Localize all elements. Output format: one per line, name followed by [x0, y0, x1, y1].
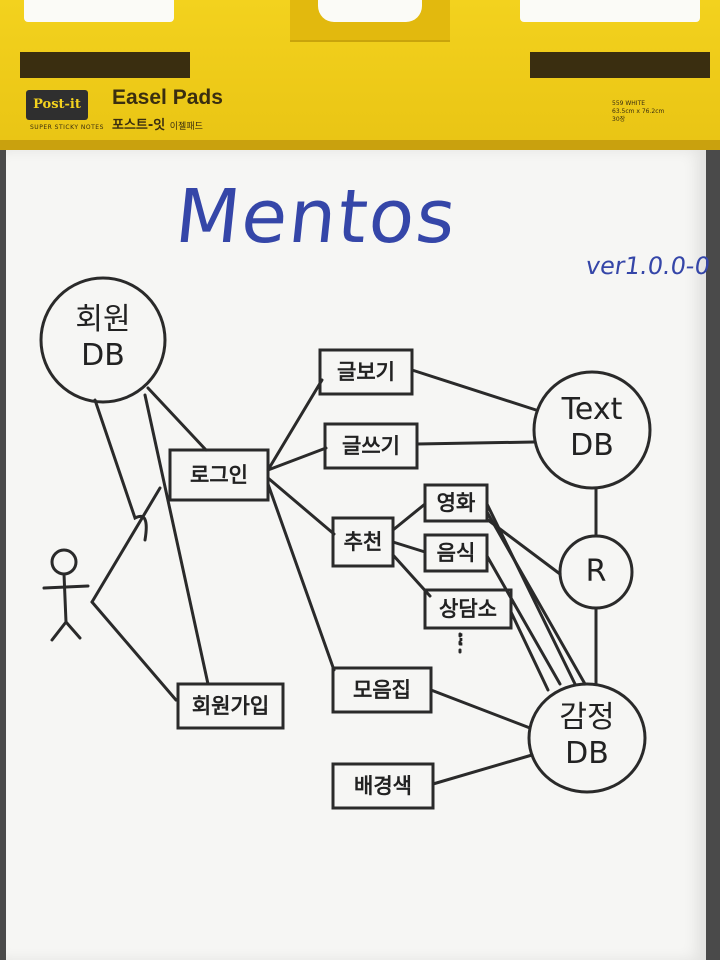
background-label: 배경색 [354, 774, 412, 798]
member-db-label-line1: 회원 [75, 302, 131, 337]
signup-label: 회원가입 [191, 694, 270, 718]
line-movie-emotiondb-2 [485, 510, 587, 686]
food-label: 음식 [436, 541, 476, 565]
line-login-recommend [266, 476, 336, 536]
line-background-emotiondb [431, 753, 534, 786]
brand-kr-small: 이젤패드 [169, 122, 203, 132]
background-box [331, 762, 435, 810]
line-memberdb-signup [143, 393, 210, 686]
brand-name-korean: 포스트-잇 이젤패드 [112, 114, 203, 133]
brand-name: Easel Pads [112, 86, 223, 109]
emotion-db-circle [527, 682, 647, 794]
member-db-label-line2: DB [81, 338, 125, 373]
brand-kr-main: 포스트-잇 [112, 118, 166, 133]
header-slot [520, 0, 700, 22]
easel-pad-header: Post-it SUPER STICKY NOTES Easel Pads 포스… [0, 0, 720, 150]
line-login-read [266, 378, 324, 472]
emotion-db-label-line2: DB [565, 736, 609, 771]
hanger-tab [290, 0, 450, 42]
paper-sheet [6, 150, 706, 960]
line-write-textdb [415, 440, 536, 446]
line-counseling-emotiondb [509, 610, 550, 692]
line-read-textdb [410, 368, 538, 412]
emotion-db-label-line1: 감정 [559, 700, 615, 735]
pad-spec: 559 WHITE 63.5cm x 76.2cm 30장 [612, 100, 664, 124]
write-label: 글쓰기 [342, 434, 400, 458]
text-db-circle [532, 370, 652, 490]
spec-line-1: 559 WHITE [612, 100, 646, 107]
line-user-login [90, 486, 162, 604]
spec-line-3: 30장 [612, 116, 626, 123]
emotion-db-label: 감정 DB [537, 700, 637, 772]
line-food-emotiondb [485, 554, 562, 686]
member-db-circle [39, 276, 167, 404]
movie-label: 영화 [436, 491, 476, 515]
counseling-box [423, 588, 513, 630]
line-memberdb-login [146, 386, 208, 452]
line-movie-emotiondb [485, 502, 577, 686]
line-memberdb-user [93, 398, 148, 542]
line-recommend-counseling [391, 553, 432, 598]
text-db-label-line1: Text [561, 392, 623, 427]
recommend-label: 추천 [343, 530, 383, 554]
logo-subtitle: SUPER STICKY NOTES [30, 124, 104, 131]
counseling-label: 상담소 [439, 597, 497, 621]
header-fold [0, 140, 720, 150]
text-db-label-line2: DB [570, 428, 614, 463]
login-label: 로그인 [190, 463, 248, 487]
signup-box [176, 682, 285, 730]
text-db-label: Text DB [542, 392, 642, 464]
line-recommend-movie [391, 502, 427, 532]
header-slot [24, 0, 174, 22]
line-login-write [266, 446, 328, 472]
adhesive-strip [530, 52, 710, 78]
adhesive-strip [20, 52, 190, 78]
line-collection-emotiondb [429, 688, 532, 730]
user-stick-figure [42, 548, 90, 642]
line-login-collection [266, 482, 336, 672]
collection-label: 모음집 [353, 678, 411, 702]
write-box [323, 422, 419, 470]
ellipsis-label: ⋮ [453, 630, 469, 649]
r-label: R [585, 554, 607, 589]
post-it-logo: Post-it [26, 90, 88, 120]
read-box [318, 348, 414, 396]
line-recommend-food [391, 540, 427, 554]
line-user-signup [90, 600, 178, 702]
read-label: 글보기 [337, 360, 395, 384]
member-db-label: 회원 DB [63, 302, 143, 374]
spec-line-2: 63.5cm x 76.2cm [612, 108, 665, 115]
line-r-movie [486, 518, 562, 576]
login-box [168, 448, 270, 502]
